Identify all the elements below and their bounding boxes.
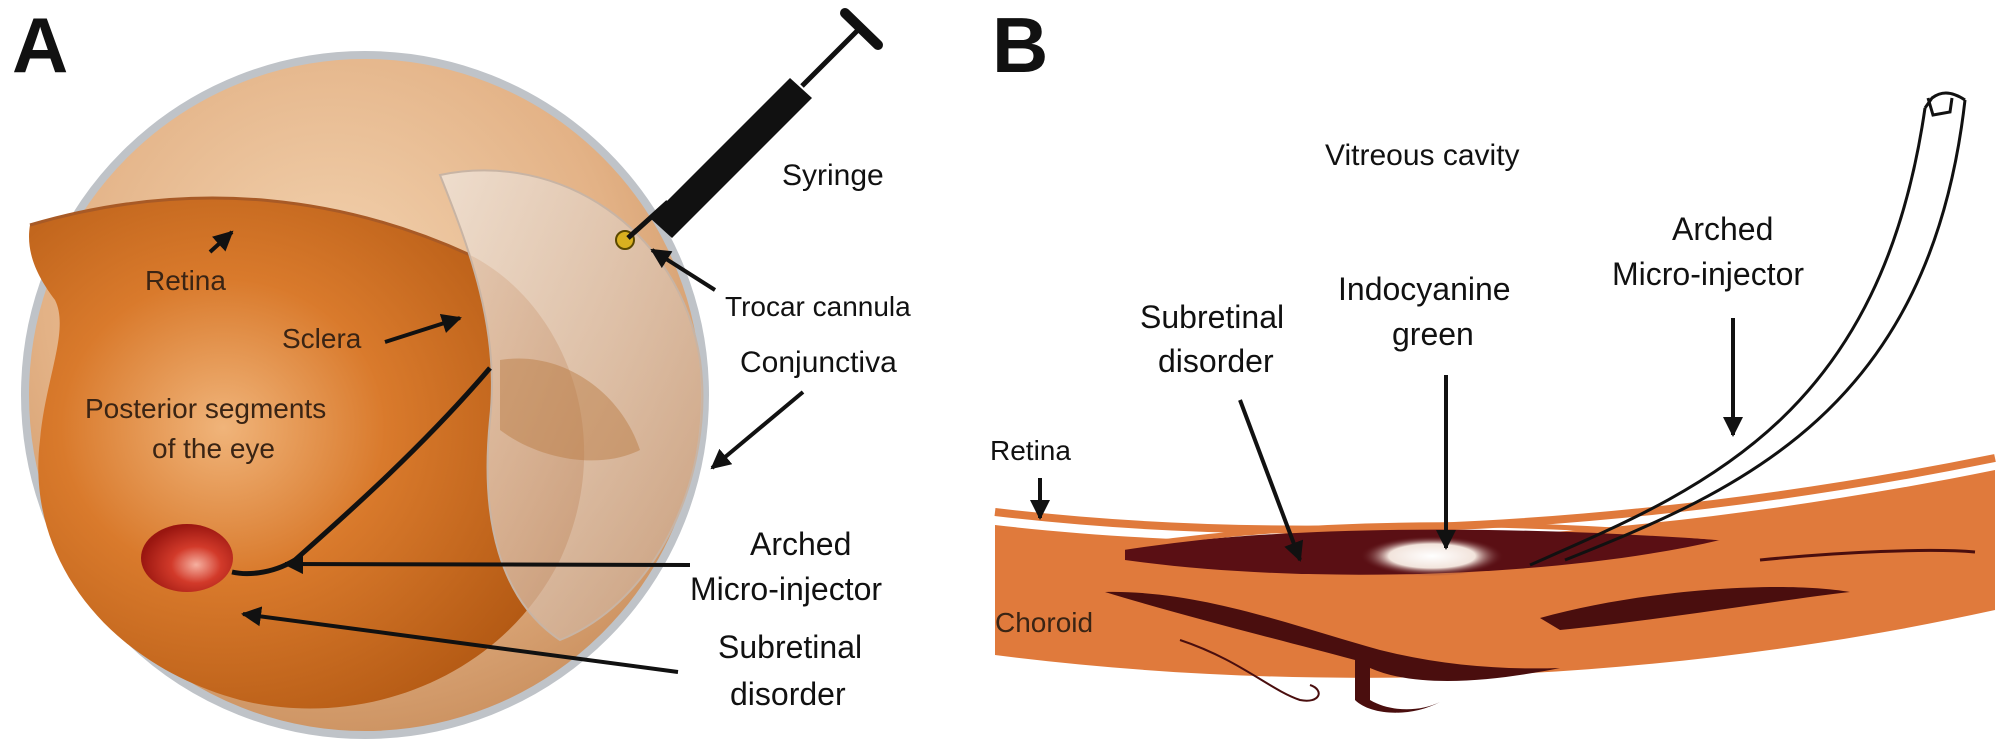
choroid-vessel-2	[1540, 587, 1850, 630]
label-choroid: Choroid	[995, 607, 1093, 638]
label-icg-1: Indocyanine	[1338, 271, 1511, 307]
label-disorder-a-2: disorder	[730, 676, 846, 712]
arrow-retina	[208, 230, 234, 254]
label-retina-a: Retina	[145, 265, 226, 296]
arched-micro-injector-a	[231, 366, 492, 577]
arrow-sclera	[384, 313, 462, 344]
panel-a: A Syringe Retina S	[12, 1, 911, 739]
choroid-vessel-3	[1759, 548, 1976, 562]
indocyanine-green-spot	[1360, 536, 1504, 576]
label-posterior-2: of the eye	[152, 433, 275, 464]
retina-rim	[29, 196, 471, 257]
arrow-trocar	[650, 248, 717, 292]
label-syringe: Syringe	[782, 159, 884, 192]
syringe	[626, 8, 883, 240]
detached-retina	[1119, 522, 1723, 551]
label-trocar-cannula: Trocar cannula	[725, 291, 911, 322]
arrow-conjunctiva	[710, 390, 805, 470]
choroid-vessel-1	[1105, 591, 1560, 713]
label-injector-b-1: Arched	[1672, 211, 1773, 247]
label-injector-a-2: Micro-injector	[690, 571, 882, 607]
label-retina-b: Retina	[990, 435, 1071, 466]
subretinal-lesion	[141, 524, 233, 592]
label-injector-b-2: Micro-injector	[1612, 256, 1804, 292]
label-sclera: Sclera	[282, 323, 362, 354]
lens-shade	[500, 358, 640, 461]
label-vitreous: Vitreous cavity	[1325, 139, 1520, 172]
arrow-disorder-b	[1238, 399, 1304, 562]
front-lens	[438, 169, 704, 642]
label-posterior-1: Posterior segments	[85, 393, 326, 424]
label-disorder-b-2: disorder	[1158, 343, 1274, 379]
label-injector-a-1: Arched	[750, 526, 851, 562]
label-disorder-a-1: Subretinal	[718, 629, 862, 665]
label-disorder-b-1: Subretinal	[1140, 299, 1284, 335]
choroid-vessel-4	[1179, 639, 1320, 702]
arrow-disorder-a	[241, 606, 679, 674]
arrow-injector-a	[283, 554, 691, 575]
label-icg-2: green	[1392, 316, 1474, 352]
panel-b: B Vitreous cavity Arched Mic	[990, 1, 1996, 713]
panel-b-letter: B	[992, 1, 1048, 89]
label-conjunctiva: Conjunctiva	[740, 346, 897, 379]
arched-micro-injector-b	[1529, 91, 1967, 567]
choroid-layer	[995, 470, 1995, 678]
panel-a-letter: A	[12, 1, 68, 89]
